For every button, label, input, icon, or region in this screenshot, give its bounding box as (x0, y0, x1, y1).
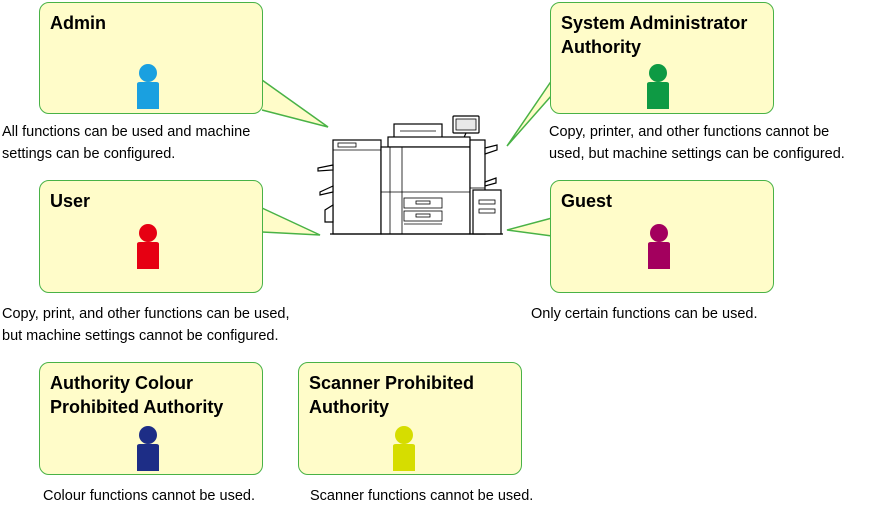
role-box-guest: Guest (550, 180, 774, 293)
person-icon (137, 224, 159, 269)
role-title: Guest (561, 191, 613, 211)
person-icon (393, 426, 415, 471)
role-box-scanner-prohibited: Scanner Prohibited Authority (298, 362, 522, 475)
role-description: All functions can be used and machine se… (2, 124, 251, 162)
admin-pointer (261, 79, 329, 128)
role-box-system-admin: System Administrator Authority (550, 2, 774, 114)
system-admin-pointer (506, 79, 553, 147)
role-title: Admin (50, 13, 106, 33)
role-description: Only certain functions can be used. (531, 306, 758, 322)
role-title: Authority Colour Prohibited Authority (50, 373, 224, 417)
role-description: Copy, printer, and other functions canno… (549, 124, 845, 162)
role-description: Scanner functions cannot be used. (310, 488, 534, 504)
role-description: Copy, print, and other functions can be … (2, 306, 290, 344)
user-pointer (261, 207, 321, 236)
role-box-admin: Admin (39, 2, 263, 114)
role-title: User (50, 191, 91, 211)
role-title: Scanner Prohibited Authority (309, 373, 475, 417)
person-icon (648, 224, 670, 269)
role-box-colour-prohibited: Authority Colour Prohibited Authority (39, 362, 263, 475)
role-box-user: User (39, 180, 263, 293)
person-icon (647, 64, 669, 109)
role-description: Colour functions cannot be used. (43, 488, 255, 504)
person-icon (137, 64, 159, 109)
person-icon (137, 426, 159, 471)
guest-pointer (506, 217, 553, 237)
role-title: System Administrator Authority (561, 13, 748, 57)
